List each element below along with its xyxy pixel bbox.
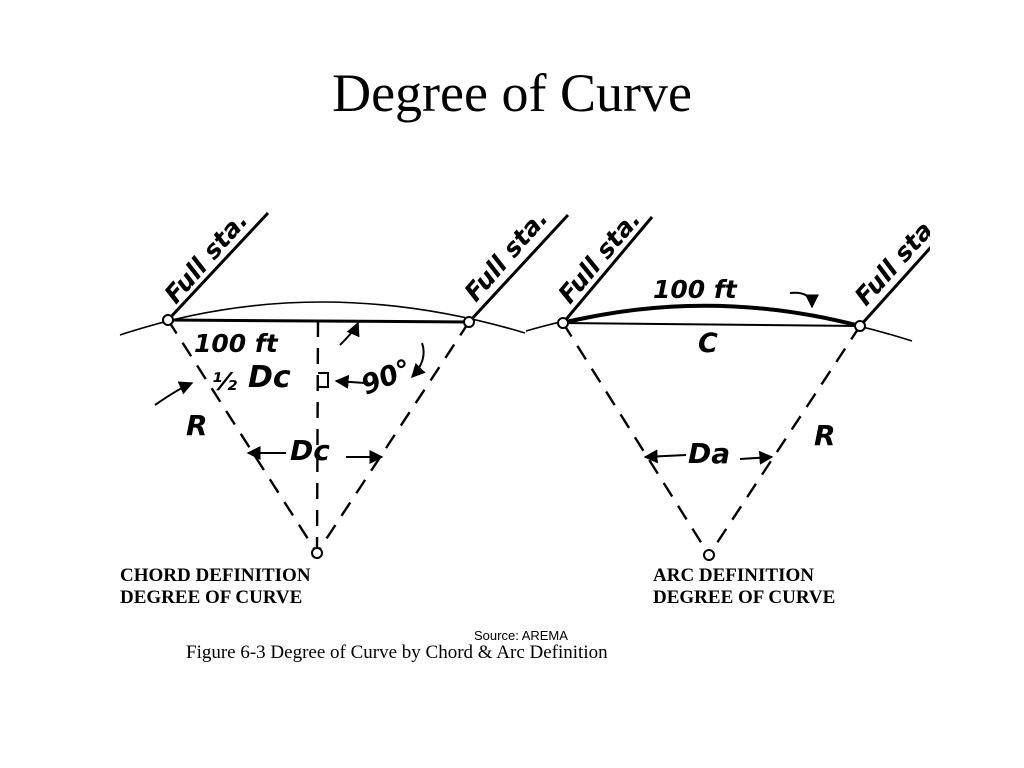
right-radius-label: R [814,419,836,452]
right-station-point-1 [557,317,569,329]
left-station-label-2: Full sta. [459,204,554,307]
right-center-point [703,549,715,561]
left-chord-length-label: 100 ft [194,329,279,358]
left-radius-arrow [154,381,194,406]
right-central-angle-arrow-right [739,450,774,465]
right-angle-arrow-2 [334,374,366,389]
right-chord-line [562,322,861,327]
right-angle-mark [318,372,329,388]
degree-of-curve-figure: Full sta. Full sta. 100 ft ½ Dc 90° R Dc… [119,204,930,608]
right-station-point-2 [854,320,866,332]
left-station-point-1 [162,314,174,326]
right-chord-label: C [698,328,718,359]
right-station-tick-2 [858,245,930,328]
source-credit: Source: AREMA [474,628,568,643]
right-station-tick-1 [561,216,654,324]
left-station-point-2 [463,316,475,328]
right-radius-line-2 [707,325,862,556]
right-station-label-1: Full sta. [552,205,646,309]
left-radius-line-2 [315,321,471,554]
left-radius-label: R [186,409,208,442]
left-bisector-line [315,320,320,554]
right-angle-label: 90° [357,354,416,402]
left-station-tick-2 [467,213,570,324]
right-central-angle-label: Da [688,437,730,470]
slide-title: Degree of Curve [332,63,692,123]
left-chord-length-arrow [339,321,360,346]
right-radius-line-1 [561,322,711,556]
left-station-tick-1 [166,211,270,322]
left-center-point [311,547,323,559]
arc-definition-diagram: Full sta. Full sta. 100 ft C R Da ARC DE… [525,205,930,608]
figure-caption: Figure 6-3 Degree of Curve by Chord & Ar… [186,642,608,663]
right-caption-line-1: ARC DEFINITION [653,565,814,586]
right-arc-length-arrow [789,291,819,309]
left-station-label-1: Full sta. [159,206,254,309]
chord-definition-diagram: Full sta. Full sta. 100 ft ½ Dc 90° R Dc… [119,204,570,608]
half-angle-fraction: ½ [212,368,237,396]
left-chord-line [167,318,470,324]
left-caption-line-2: DEGREE OF CURVE [120,587,302,608]
right-central-angle-arrow-left [643,449,687,464]
right-caption-line-2: DEGREE OF CURVE [653,587,835,608]
left-central-angle-label: Dc [290,434,330,467]
left-caption-line-1: CHORD DEFINITION [120,565,311,586]
right-arc-length-label: 100 ft [653,275,738,304]
right-arc-length [562,303,861,328]
right-angle-arrow-1 [411,342,426,379]
half-angle-label: Dc [248,360,291,395]
left-radius-line-1 [166,319,319,554]
